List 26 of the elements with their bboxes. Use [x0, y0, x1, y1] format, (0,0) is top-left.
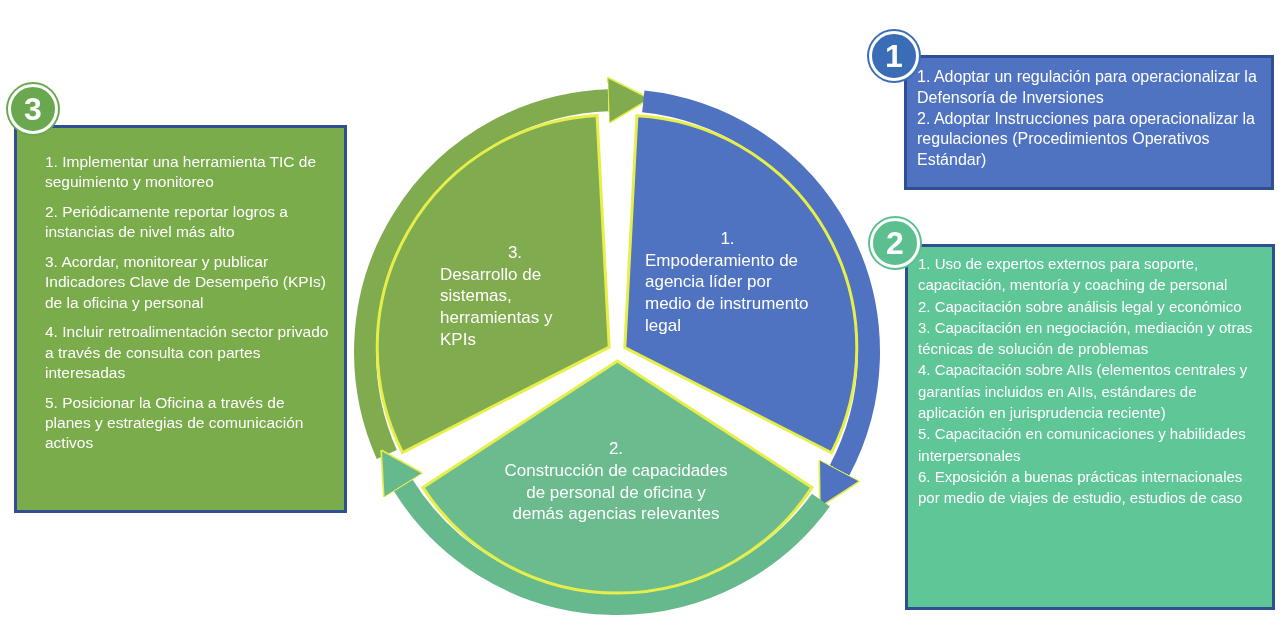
step-number-badge: 3 — [8, 84, 58, 134]
step-title: Empoderamiento de agencia líder por medio de instrumento legal — [645, 249, 810, 337]
list-item: 2. Periódicamente reportar logros a instancias de nivel más alto — [45, 201, 289, 243]
list-item: 5. Capacitación en comunicaciones y habilidades interpersonales — [918, 424, 1247, 466]
list-item: 1. Implementar una herramienta TIC de seguimiento y monitoreo — [45, 152, 318, 193]
step-number: 2. — [607, 438, 625, 460]
list-item: 3. Capacitación en negociación, mediación y otras técnicas de solución de problemas — [918, 317, 1254, 360]
step-title: Construcción de capacidades de personal de oficina y demás agencias relevantes — [503, 459, 729, 525]
step-number-badge: 2 — [870, 218, 920, 268]
text-panel — [904, 55, 1274, 190]
step-number: 3. — [506, 242, 524, 264]
list-item: 5. Posicionar la Oficina a través de planes y estrategias de comunicación activos — [45, 392, 305, 454]
step-number-badge: 1 — [869, 31, 919, 81]
list-item: 3. Acordar, monitorear y publicar Indicadores Clave de Desempeño (KPIs) de la oficina y personal — [45, 251, 327, 313]
list-item: 1. Adoptar un regulación para operacionalizar la Defensoría de Inversiones — [917, 67, 1258, 108]
list-item: 1. Uso de expertos externos para soporte, capacitación, mentoría y coaching de personal — [918, 254, 1229, 296]
text-panel — [14, 125, 347, 513]
list-item: 2. Adoptar Instrucciones para operacionalizar la regulaciones (Procedimientos Operativos Estándar) — [917, 108, 1256, 171]
step-number: 1. — [719, 228, 736, 250]
curved-arrow — [378, 450, 830, 615]
list-item: 6. Exposición a buenas prácticas internacionales por medio de viajes de estudio, estudios de caso — [918, 466, 1244, 509]
list-item: 4. Capacitación sobre AIIs (elementos centrales y garantías incluidos en AIIs, estándares de aplicación en jurisprudencia reciente) — [918, 360, 1249, 424]
list-item: 4. Incluir retroalimentación sector privado a través de consulta con partes interesadas — [45, 322, 330, 384]
text-panel — [905, 244, 1275, 610]
list-item: 2. Capacitación sobre análisis legal y económico — [918, 296, 1243, 317]
step-title: Desarrollo de sistemas, herramientas y KPIs — [440, 263, 554, 351]
